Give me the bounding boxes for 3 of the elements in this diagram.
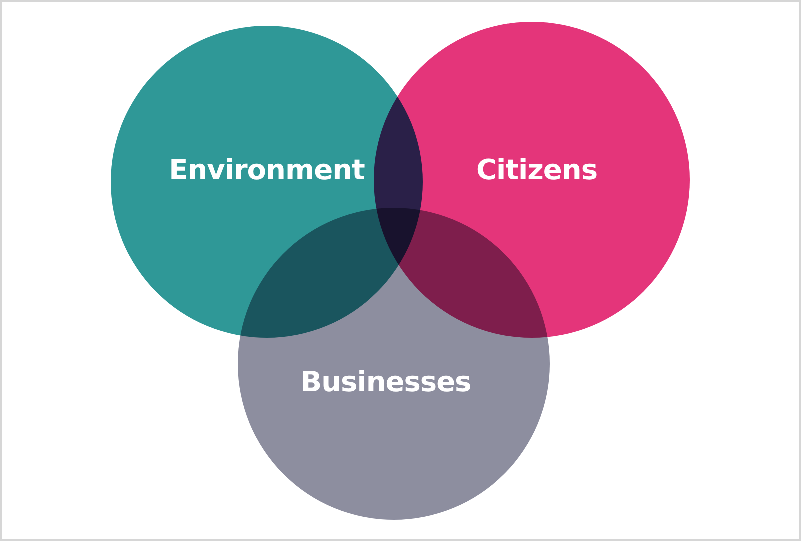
circle-label: Environment [169,154,365,186]
circle-label: Businesses [300,366,472,398]
circle-label: Citizens [476,154,598,186]
